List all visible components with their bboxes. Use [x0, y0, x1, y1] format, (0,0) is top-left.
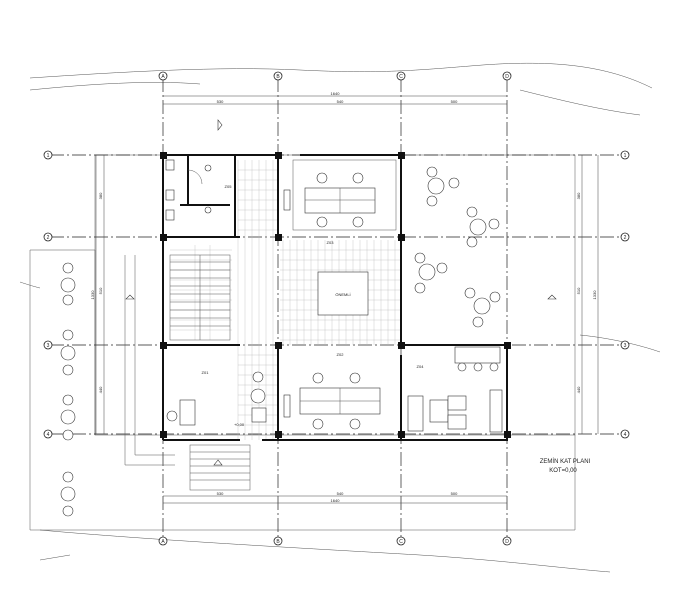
elevation-mark: +0,00	[234, 422, 245, 427]
dim-right-span-1: 380	[576, 192, 581, 199]
axis-label-2-right: 2	[624, 235, 627, 241]
axis-label-a-top: A	[161, 74, 165, 80]
entry-steps	[124, 255, 251, 491]
dim-right-span-2: 510	[576, 287, 581, 294]
axis-label-c-bottom: C	[399, 539, 403, 545]
dim-left-span-1: 380	[98, 192, 103, 199]
dimensions-bottom: 530 540 500 1640	[163, 491, 507, 504]
dim-top-span-3: 500	[451, 99, 458, 104]
dim-top-span-2: 540	[337, 99, 344, 104]
room-z01-furniture	[166, 371, 267, 426]
axis-label-1-right: 1	[624, 153, 627, 159]
terrace-seating	[414, 166, 501, 328]
dim-bottom-span-3: 500	[451, 491, 458, 496]
room-label-center: ÖNEMLİ	[335, 292, 350, 297]
room-z04-furniture	[407, 346, 503, 433]
dim-left-total: 1330	[90, 290, 95, 300]
west-terrace-seating	[60, 262, 76, 517]
axis-label-4-left: 4	[47, 432, 50, 438]
dim-right-span-3: 440	[576, 386, 581, 393]
grid-bubbles-right: 1 2 3 4	[620, 150, 630, 439]
section-markers	[125, 119, 557, 466]
axis-label-3-left: 3	[47, 343, 50, 349]
room-label-z02: Z02	[337, 352, 345, 357]
center-meeting-table	[317, 271, 369, 316]
dim-left-span-2: 510	[98, 287, 103, 294]
axis-label-b-top: B	[276, 74, 280, 80]
dimensions-right: 380 510 440 1330	[576, 155, 599, 434]
axis-label-d-top: D	[505, 74, 509, 80]
dim-right-total: 1330	[592, 290, 597, 300]
dim-bottom-span-2: 540	[337, 491, 344, 496]
walls	[162, 154, 508, 441]
dimensions-top: 1640 530 540 500	[163, 91, 507, 105]
dim-top-total: 1640	[331, 91, 341, 96]
axis-label-a-bottom: A	[161, 539, 165, 545]
axis-label-d-bottom: D	[505, 539, 509, 545]
office-z03-furniture	[283, 159, 397, 231]
room-label-z04: Z04	[417, 364, 425, 369]
room-label-z01: Z01	[202, 370, 210, 375]
plan-level: KOT=0,00	[549, 468, 577, 474]
axis-label-c-top: C	[399, 74, 403, 80]
office-z02-furniture	[283, 372, 381, 430]
dimensions-left: 1330 380 510 440	[90, 155, 105, 434]
structural-columns	[160, 152, 511, 438]
room-label-z03: Z03	[327, 240, 335, 245]
grid-bubbles-bottom: A B C D	[158, 536, 512, 546]
staircase	[169, 254, 231, 341]
axis-label-4-right: 4	[624, 432, 627, 438]
wc-fixtures	[165, 159, 212, 221]
room-labels: Z05 Z03 ÖNEMLİ Z02 Z01 Z04 +0,00	[202, 184, 425, 427]
grid-bubbles-left: 1 2 3 4	[43, 150, 53, 439]
axis-label-3-right: 3	[624, 343, 627, 349]
plan-title: ZEMİN KAT PLANI	[540, 458, 591, 465]
room-label-z05: Z05	[225, 184, 233, 189]
site-contours	[19, 62, 661, 573]
site-boundary	[29, 154, 576, 531]
dim-left-span-3: 440	[98, 386, 103, 393]
axis-label-b-bottom: B	[276, 539, 280, 545]
axis-label-2-left: 2	[47, 235, 50, 241]
dim-top-span-1: 530	[217, 99, 224, 104]
dim-bottom-total: 1640	[331, 498, 341, 503]
axis-label-1-left: 1	[47, 153, 50, 159]
drawing-title: ZEMİN KAT PLANI KOT=0,00	[540, 458, 591, 474]
grid-bubbles-top: A B C D	[158, 71, 512, 81]
dim-bottom-span-1: 530	[217, 491, 224, 496]
